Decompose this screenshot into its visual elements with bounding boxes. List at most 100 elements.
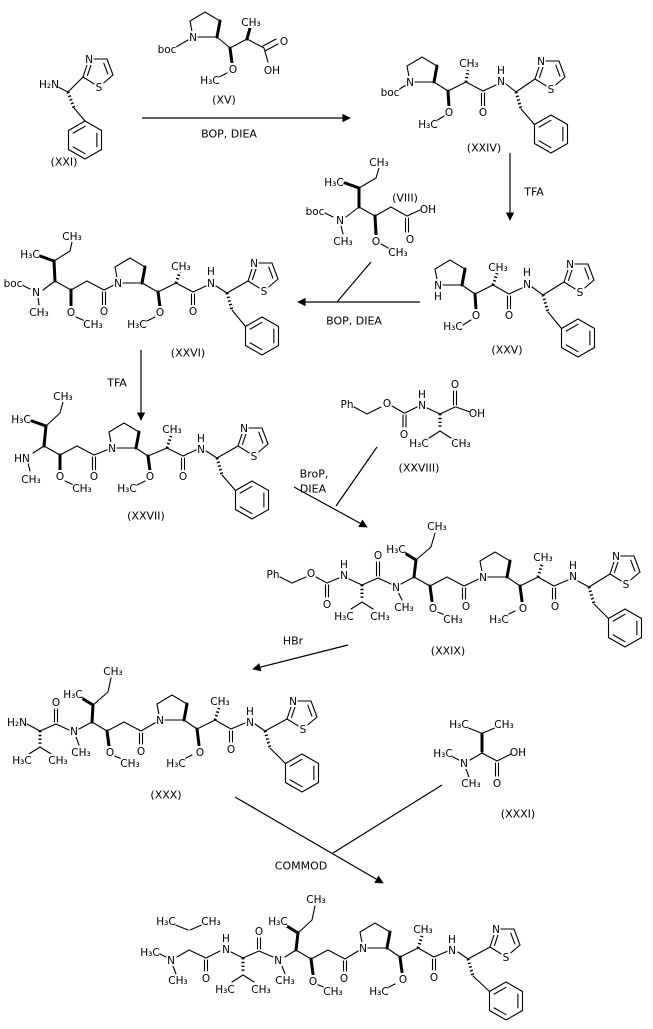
atom-label-mask <box>427 520 447 532</box>
atom-label-mask <box>405 76 415 88</box>
atom-label: H₂N <box>39 79 59 91</box>
atom-label-mask <box>273 954 283 966</box>
atom-label-mask <box>254 925 264 937</box>
atom-label: O <box>137 746 145 758</box>
atom-label: O <box>519 603 527 615</box>
reagent-label-tfa-1: TFA <box>524 185 544 199</box>
atom-label-mask <box>83 318 103 330</box>
atom-label: S <box>261 286 268 298</box>
atom-label-mask <box>386 543 406 555</box>
atom-label-mask <box>166 757 186 769</box>
atom-label: O <box>106 747 114 759</box>
atom-label-mask <box>206 277 216 289</box>
compound-label-xxx: (XXX) <box>150 788 182 802</box>
arrow-commod-to-product <box>234 796 384 884</box>
atom-label: CH₃ <box>103 666 122 678</box>
atom-label-mask <box>334 610 354 622</box>
atom-label: N <box>523 279 531 291</box>
atom-label-mask <box>259 285 269 297</box>
atom-label-mask <box>450 378 460 390</box>
atom-label-mask <box>245 705 255 717</box>
atom-label: O <box>100 306 108 318</box>
atom-label: CH₃ <box>459 58 478 70</box>
atom-label-mask <box>249 257 259 269</box>
atom-label: N <box>336 215 344 227</box>
arrow-hbr-xxix-to-xxx <box>252 644 349 672</box>
atom-label-mask <box>370 610 390 622</box>
atom-label: Ph <box>267 569 280 581</box>
atom-label: H₃C <box>334 611 353 623</box>
atom-label: H₃C <box>20 249 39 261</box>
atom-label: H <box>523 267 531 279</box>
atom-label: O <box>179 471 187 483</box>
atom-label: S <box>577 287 584 299</box>
atom-label-mask <box>12 754 32 766</box>
atom-label: Ph <box>341 399 354 411</box>
atom-label: OH <box>469 408 485 420</box>
atom-label: N <box>32 287 40 299</box>
atom-label-mask <box>418 118 438 130</box>
atom-label: H₃C <box>12 755 31 767</box>
atom-label: CH₃ <box>306 894 325 906</box>
atom-label-mask <box>447 944 457 956</box>
atom-label-mask <box>113 277 123 289</box>
atom-label-mask <box>21 473 41 485</box>
atom-label-mask <box>166 954 176 966</box>
atom-label: CH₃ <box>388 247 407 259</box>
atom-label: N <box>537 56 545 68</box>
atom-label: H₃C <box>443 321 462 333</box>
atom-label-mask <box>39 78 59 90</box>
atom-label: H₃C <box>268 916 287 928</box>
atom-label: H₃C <box>156 916 175 928</box>
atom-label: OH <box>510 747 526 759</box>
atom-label: H <box>569 560 577 572</box>
atom-label: O <box>280 36 288 48</box>
atom-label-mask <box>63 688 83 700</box>
atom-label: H₃C <box>200 75 219 87</box>
atom-label: O <box>399 974 407 986</box>
atom-label-mask <box>461 777 481 789</box>
atom-label: N <box>197 444 205 456</box>
atom-label: H₃C <box>117 483 136 495</box>
atom-label: N <box>246 717 254 729</box>
atom-label-mask <box>275 974 295 986</box>
atom-label: boc <box>158 44 177 56</box>
atom-label-mask <box>265 64 279 76</box>
atom-label: CH₃ <box>275 975 294 987</box>
atom-label: H₃C <box>215 984 234 996</box>
atom-label-mask <box>117 482 137 494</box>
atom-label-mask <box>188 305 198 317</box>
atom-label: CH₃ <box>370 611 389 623</box>
atom-label: N <box>479 572 487 584</box>
atom-label: O <box>189 306 197 318</box>
atom-label: CH₃ <box>162 424 181 436</box>
atom-label-mask <box>433 279 443 291</box>
atom-label-mask <box>323 985 343 997</box>
atom-label: H₃C <box>449 719 468 731</box>
atom-label-mask <box>20 248 40 260</box>
atom-label-mask <box>405 233 415 245</box>
atom-label-mask <box>322 598 332 610</box>
atom-label-mask <box>200 74 220 86</box>
atom-label: N <box>448 945 456 957</box>
atom-label: O <box>451 379 459 391</box>
atom-label: O <box>309 976 317 988</box>
atom-label-mask <box>369 156 389 168</box>
atom-label: H₃C <box>140 947 159 959</box>
atom-label-mask <box>371 235 381 247</box>
atom-label-mask <box>3 277 23 289</box>
atom-label: O <box>202 973 210 985</box>
atom-label: H₃C <box>63 689 82 701</box>
atom-label: O <box>340 973 348 985</box>
atom-label: O <box>196 747 204 759</box>
atom-label: N <box>114 278 122 290</box>
atom-label: N <box>612 551 620 563</box>
atom-label-mask <box>501 951 511 963</box>
atom-label: S <box>503 952 510 964</box>
atom-label: O <box>374 550 382 562</box>
atom-label-mask <box>568 570 578 582</box>
atom-label-mask <box>210 695 230 707</box>
